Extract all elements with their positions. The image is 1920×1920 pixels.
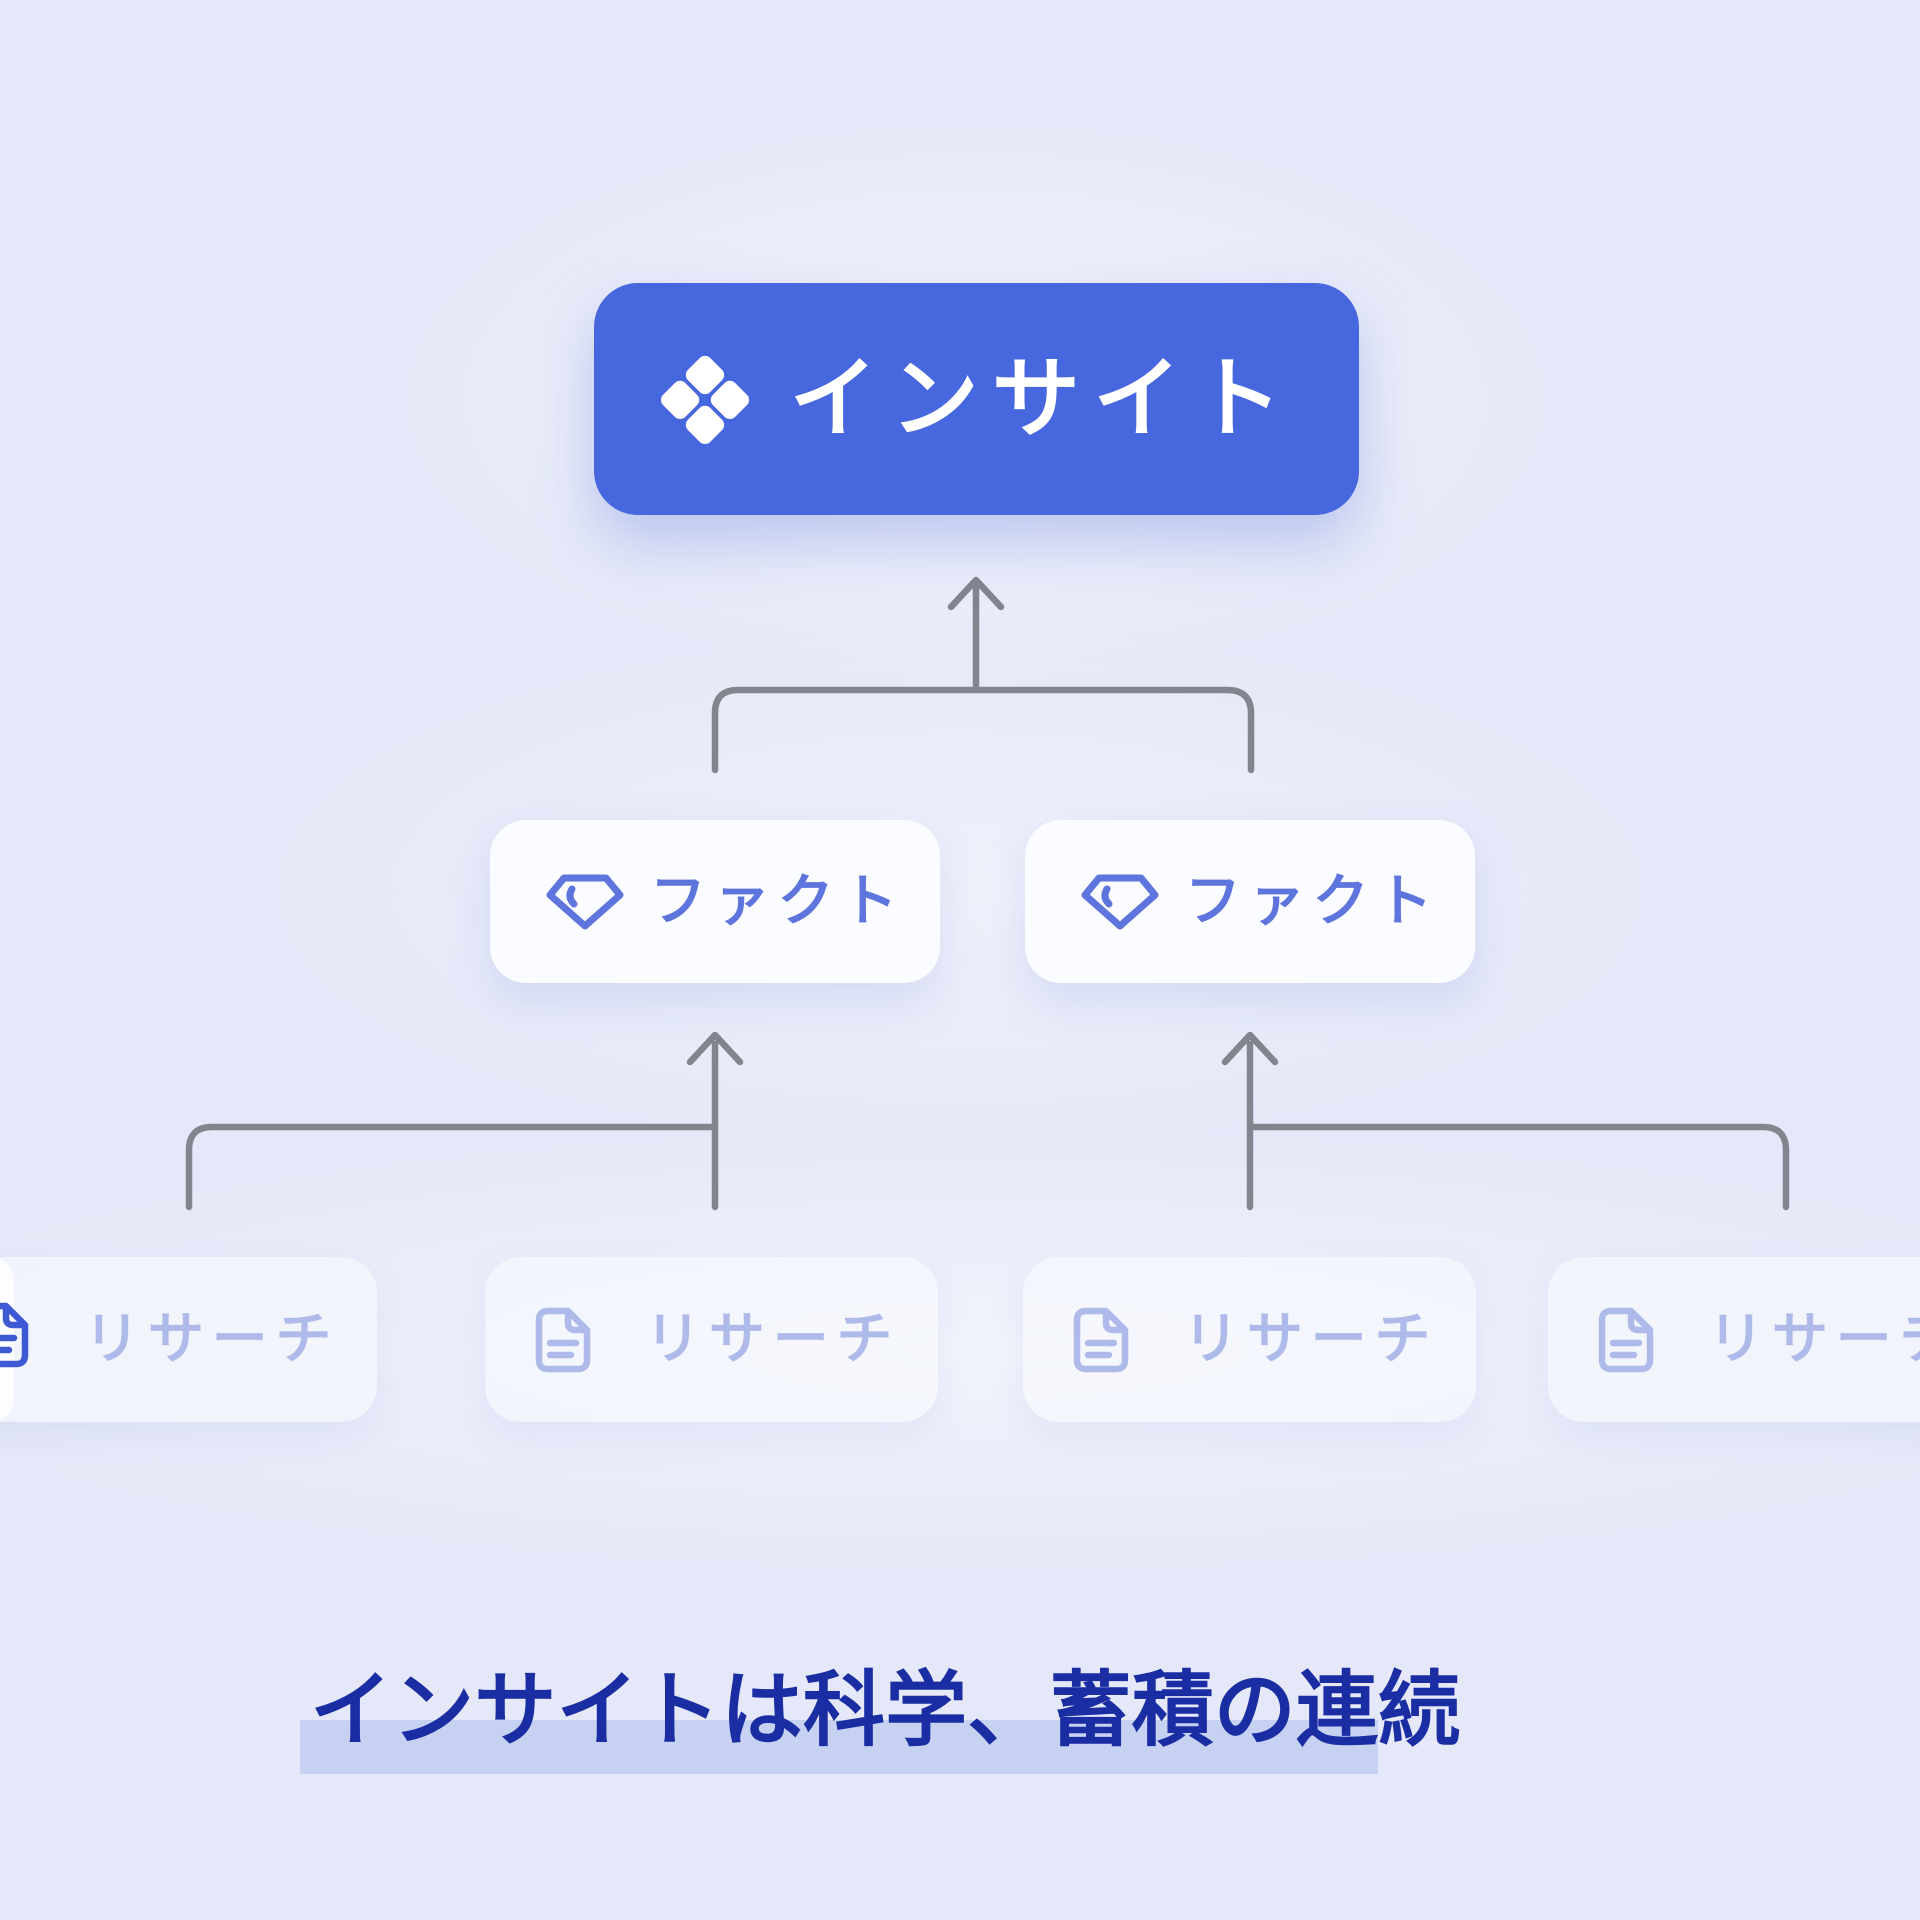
caption-highlight-bar [300, 1720, 1378, 1774]
insight-node: インサイト [594, 283, 1359, 515]
research-node: リサーチ [1023, 1257, 1476, 1422]
document-icon [1073, 1307, 1129, 1373]
research-label: リサーチ [1183, 1306, 1439, 1372]
insight-label: インサイト [789, 347, 1296, 450]
research-label: リサーチ [645, 1306, 901, 1372]
caption-text: インサイトは科学、蓄積の連続 [310, 1663, 1461, 1758]
fact-label: ファクト [1185, 868, 1441, 934]
research-node: リサーチ [0, 1257, 377, 1422]
document-icon [1598, 1307, 1654, 1373]
fact-label: ファクト [650, 868, 906, 934]
gem-icon [546, 873, 624, 931]
fact-node: ファクト [1025, 820, 1475, 983]
gem-icon [1081, 873, 1159, 931]
research-label: リサーチ [84, 1306, 340, 1372]
document-icon [0, 1302, 29, 1368]
diamond-cluster-icon [657, 349, 753, 449]
fact-node: ファクト [490, 820, 940, 983]
document-icon [535, 1307, 591, 1373]
research-node: リサーチ [1548, 1257, 1920, 1422]
research-node: リサーチ [485, 1257, 938, 1422]
research-label: リサーチ [1708, 1306, 1920, 1372]
